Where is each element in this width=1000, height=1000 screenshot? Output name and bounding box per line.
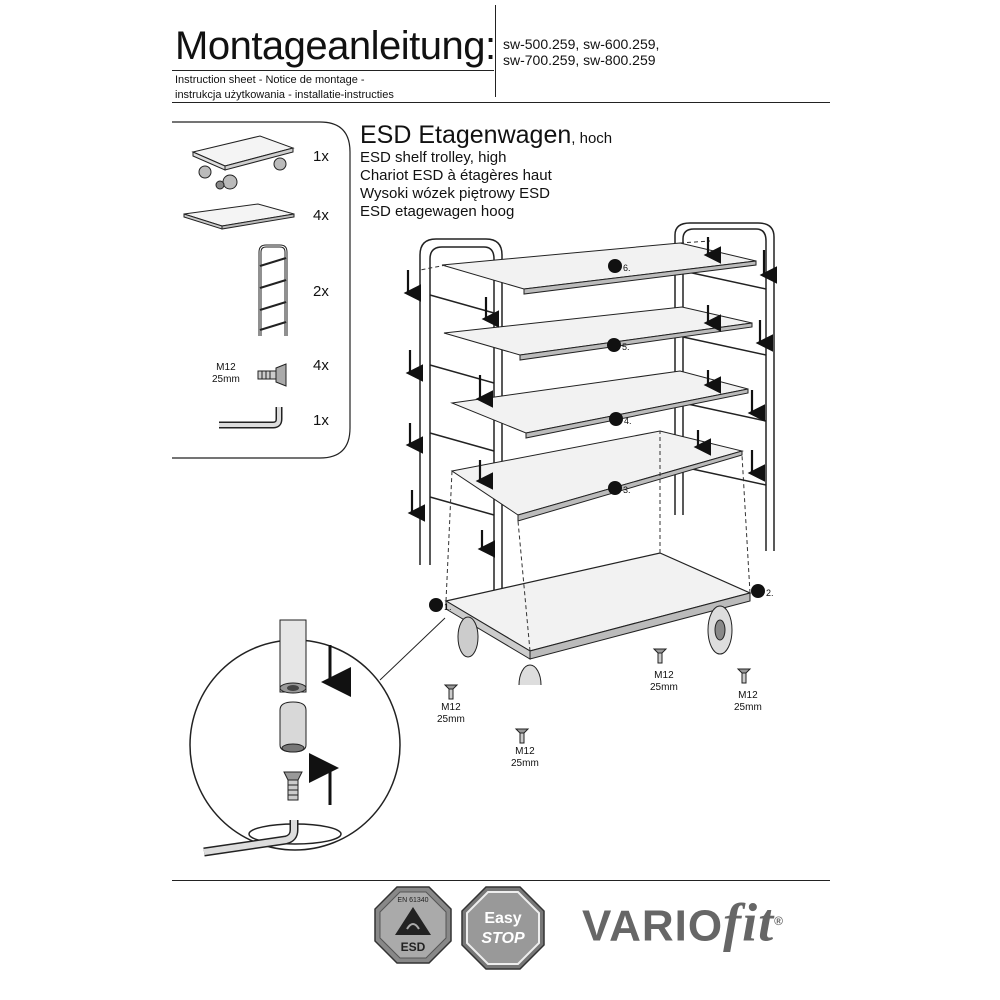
- part-qty-screw: 4x: [313, 357, 329, 374]
- screw-callout-2: M12 25mm: [511, 746, 539, 770]
- easystop-bottom: STOP: [481, 930, 525, 947]
- shelf-6: [441, 242, 757, 295]
- corner-number-1: 1.: [429, 598, 452, 612]
- trolley-base-icon: [191, 135, 295, 190]
- page-title: Montageanleitung:: [175, 24, 496, 68]
- shelf-3: [450, 430, 744, 522]
- corner-number-1-label: 1.: [444, 602, 452, 612]
- product-name-suffix: , hoch: [571, 130, 613, 147]
- screw-callout-4-length: 25mm: [734, 702, 762, 713]
- model-numbers: sw-500.259, sw-600.259, sw-700.259, sw-8…: [503, 36, 659, 68]
- model-numbers-line2: sw-700.259, sw-800.259: [503, 52, 656, 68]
- guide-lines: [419, 240, 751, 652]
- shelf-number-6-label: 6.: [623, 263, 631, 273]
- variofit-logo-fit: fit: [723, 892, 775, 953]
- screw-callout-1: M12 25mm: [437, 702, 465, 726]
- corner-number-2: 2.: [751, 584, 774, 598]
- parts-box-frame: [172, 121, 351, 459]
- screw-callout-1-length: 25mm: [437, 714, 465, 725]
- esd-badge-label: ESD: [401, 940, 426, 954]
- shelf-4: [450, 370, 749, 439]
- variofit-logo-reg: ®: [774, 914, 784, 928]
- hex-key-icon: [219, 407, 283, 429]
- trolley-base: [444, 552, 752, 685]
- screw-icon: [257, 363, 287, 387]
- screw-callout-2-length: 25mm: [511, 758, 539, 769]
- esd-badge: EN 61340 ESD: [374, 886, 452, 964]
- shelf-board-icon: [183, 203, 295, 230]
- screw-callout-icon-3: [652, 648, 668, 664]
- screw-callout-4: M12 25mm: [734, 690, 762, 714]
- header-bottom-rule: [172, 102, 830, 103]
- shelf-number-6: 6.: [608, 259, 631, 273]
- subtitle-line2: instrukcja użytkowania - installatie-ins…: [175, 89, 394, 101]
- part-qty-frame: 2x: [313, 283, 329, 300]
- model-numbers-line1: sw-500.259, sw-600.259,: [503, 36, 660, 52]
- easystop-badge: Easy STOP: [461, 886, 545, 970]
- part-qty-hexkey: 1x: [313, 412, 329, 429]
- product-name: ESD Etagenwagen: [360, 121, 572, 149]
- screw-callout-1-thread: M12: [441, 702, 461, 713]
- product-name-en: ESD shelf trolley, high: [360, 149, 507, 166]
- screw-callout-icon-1: [443, 684, 459, 700]
- corner-number-2-label: 2.: [766, 588, 774, 598]
- shelf-number-4-label: 4.: [624, 416, 632, 426]
- screw-callout-3-length: 25mm: [650, 682, 678, 693]
- screw-callout-2-thread: M12: [515, 746, 535, 757]
- assembly-diagram: 6. 5. 4. 3. 1. 2.: [403, 222, 778, 685]
- shelf-number-4: 4.: [609, 412, 632, 426]
- right-side-frame: [674, 222, 775, 551]
- shelf-number-3: 3.: [608, 481, 631, 495]
- shelf-number-5-label: 5.: [622, 342, 630, 352]
- esd-badge-standard: EN 61340: [397, 897, 428, 904]
- footer-rule: [172, 880, 830, 881]
- part-screw-thread: M12: [216, 362, 236, 373]
- part-screw-size: M12 25mm: [212, 362, 240, 386]
- left-side-frame: [419, 238, 503, 615]
- side-frame-icon: [258, 244, 288, 336]
- product-name-pl: Wysoki wózek piętrowy ESD: [360, 185, 550, 202]
- screw-callout-3: M12 25mm: [650, 670, 678, 694]
- shelf-5: [443, 306, 753, 361]
- product-name-nl: ESD etagewagen hoog: [360, 203, 515, 220]
- screw-callout-4-thread: M12: [738, 690, 758, 701]
- screw-callout-icon-2: [514, 728, 530, 744]
- part-qty-shelf: 4x: [313, 207, 329, 224]
- subtitle-line1: Instruction sheet - Notice de montage -: [175, 74, 365, 86]
- shelf-number-5: 5.: [607, 338, 630, 352]
- header-divider: [495, 5, 496, 97]
- product-name-fr: Chariot ESD à étagères haut: [360, 167, 552, 184]
- placement-arrows: [403, 237, 778, 558]
- part-screw-length: 25mm: [212, 374, 240, 385]
- screw-callout-icon-4: [736, 668, 752, 684]
- variofit-logo: VARIOfit®: [582, 895, 784, 953]
- title-underline: [172, 70, 494, 71]
- product-title: ESD Etagenwagen, hoch: [360, 120, 612, 154]
- detail-zoom: [189, 617, 446, 857]
- easystop-top: Easy: [484, 910, 521, 927]
- screw-callout-3-thread: M12: [654, 670, 674, 681]
- part-qty-base: 1x: [313, 148, 329, 165]
- shelf-number-3-label: 3.: [623, 485, 631, 495]
- variofit-logo-vario: VARIO: [582, 901, 724, 951]
